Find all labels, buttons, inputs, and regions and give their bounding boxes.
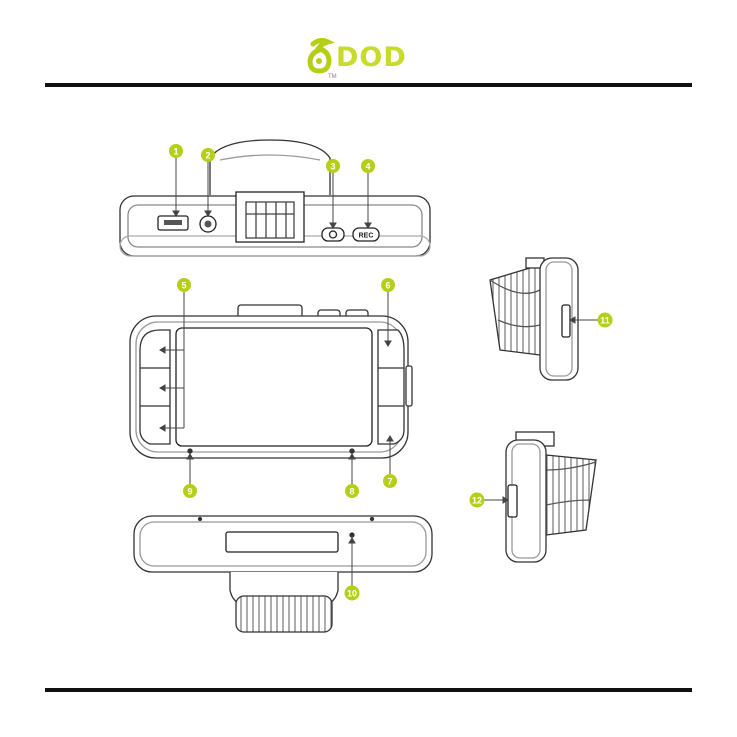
side-view-left [506,432,596,562]
svg-text:3: 3 [330,162,335,172]
callout-badge-5: 5 [177,278,191,292]
callout-badge-11: 11 [598,313,613,328]
svg-text:11: 11 [600,316,610,326]
front-view [130,305,412,458]
callout-badge-2: 2 [201,148,215,162]
bottom-hole [350,533,354,537]
bottom-view [134,516,432,632]
rec-button-label: REC [359,233,374,240]
callout-badge-12: 12 [470,493,485,508]
callout-badge-8: 8 [345,484,359,498]
svg-text:8: 8 [349,487,354,497]
svg-text:6: 6 [385,281,390,291]
left-indicator [188,449,192,453]
svg-text:7: 7 [387,477,392,487]
side-slot [562,305,570,337]
svg-text:12: 12 [472,496,482,506]
callout-badge-1: 1 [169,144,183,158]
right-indicator [350,449,354,453]
right-buttons [378,330,404,444]
callout-badge-6: 6 [381,278,395,292]
callout-badge-4: 4 [361,159,375,173]
svg-text:2: 2 [205,151,210,161]
svg-text:10: 10 [347,589,357,599]
svg-text:9: 9 [187,487,192,497]
side-view-right [490,258,578,380]
top-view [120,140,430,256]
callout-badge-9: 9 [183,484,197,498]
svg-text:1: 1 [173,147,178,157]
callout-badge-3: 3 [326,159,340,173]
svg-text:4: 4 [365,162,370,172]
callout-badge-10: 10 [345,586,360,601]
power-button [322,228,344,241]
svg-text:5: 5 [181,281,186,291]
top-mount-dome [210,140,330,195]
bottom-slot [226,532,338,552]
screen [176,328,372,446]
callout-badge-7: 7 [383,474,397,488]
side-slot-left [508,485,517,517]
mount-knob [236,596,332,632]
